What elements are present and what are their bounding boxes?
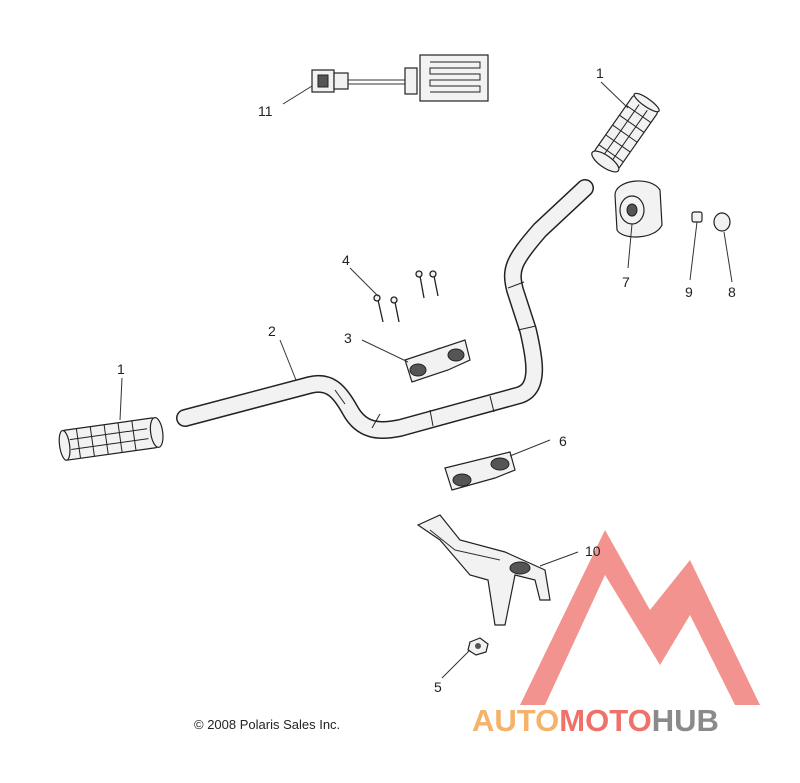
callout-7: 7 [622,274,630,290]
callout-4: 4 [342,252,350,268]
callout-5: 5 [434,679,442,695]
cap-part-7 [614,180,663,238]
watermark-text-hub: HUB [652,703,719,738]
nut-part-5 [467,637,489,656]
watermark-text-moto: MOTO [559,703,651,738]
callout-1-left: 1 [117,361,125,377]
watermark-text: AUTOMOTOHUB [472,703,719,738]
callout-8: 8 [728,284,736,300]
callout-11: 11 [258,103,273,119]
watermark-text-auto: AUTO [472,703,559,738]
bracket-part-10 [416,514,551,626]
callout-1-top: 1 [596,65,604,81]
callout-9: 9 [685,284,693,300]
grip-part-1-right [591,92,660,173]
plug-part-8 [713,212,731,232]
watermark-logo [520,530,760,705]
copyright-text: © 2008 Polaris Sales Inc. [194,717,340,732]
clamp-part-3 [404,339,471,383]
callout-10: 10 [585,543,601,559]
leader-lines [119,81,733,679]
callout-6: 6 [559,433,567,449]
bolts-part-4 [373,270,439,323]
harness-part-11 [311,54,489,102]
handlebar-part-2 [176,179,594,439]
callout-3: 3 [344,330,352,346]
clamp-part-6 [444,451,516,491]
callout-2: 2 [268,323,276,339]
grip-part-1-left [58,416,164,461]
nut-part-9 [691,211,703,223]
